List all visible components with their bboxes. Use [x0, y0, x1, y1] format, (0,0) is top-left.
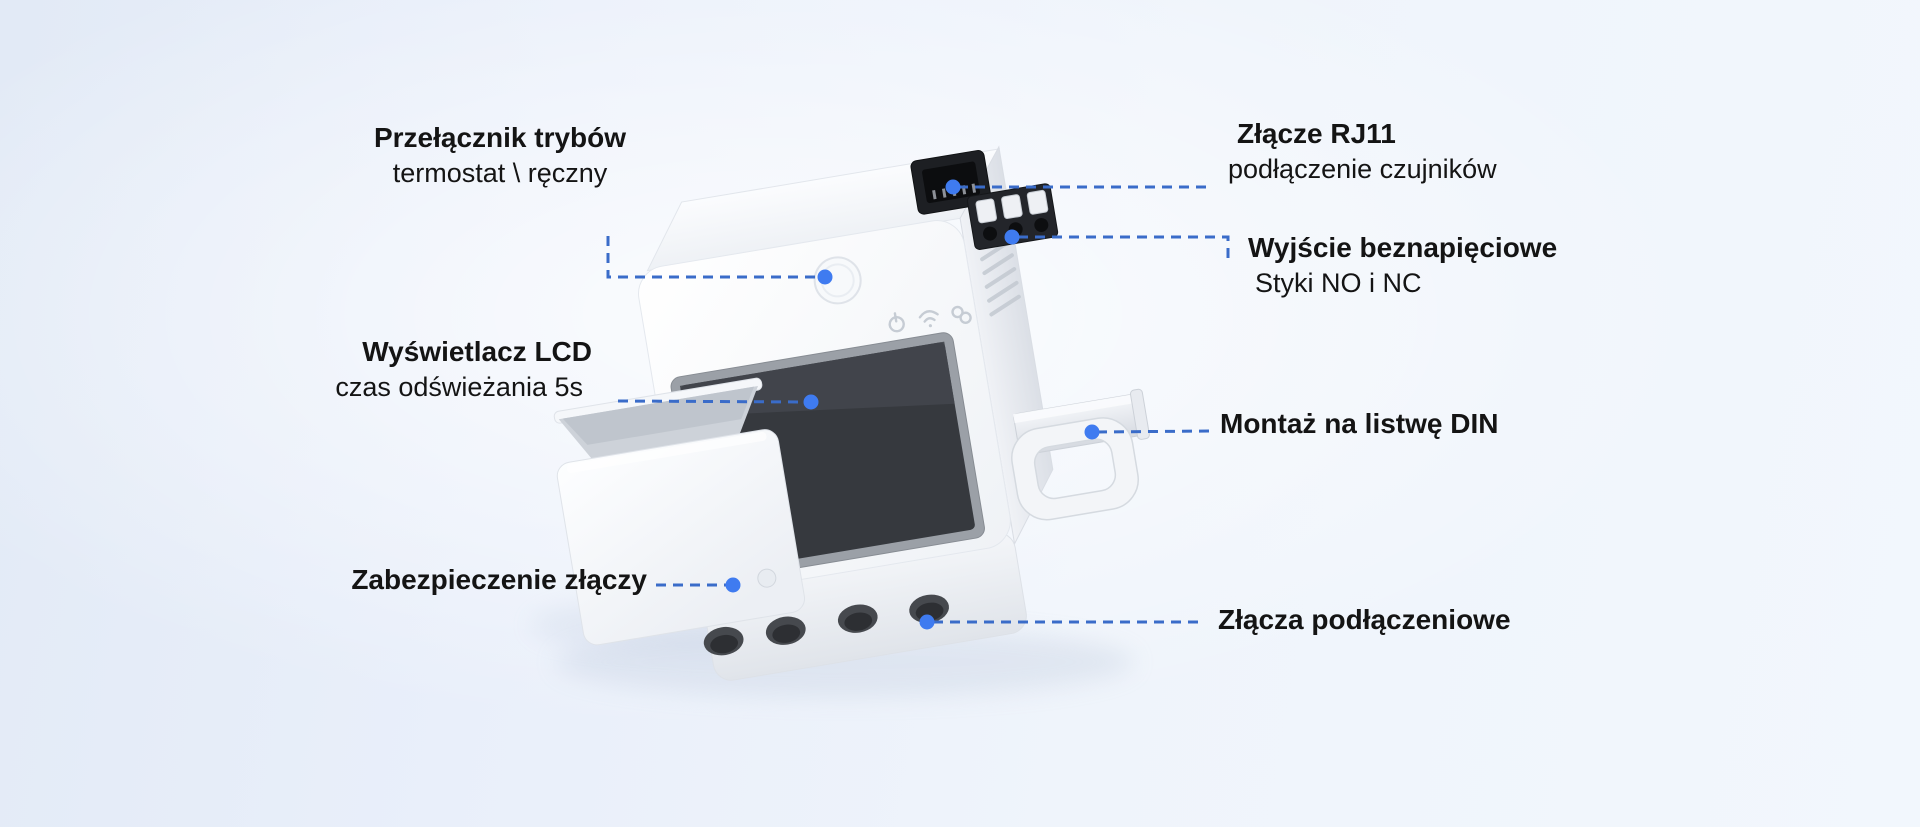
annotation-dry-contact-title: Wyjście beznapięciowe: [1248, 232, 1558, 263]
annotation-dry-contact-subtitle: Styki NO i NC: [1255, 268, 1422, 298]
din-rail-clip: [1011, 417, 1139, 521]
leader-dry-contact: [1018, 235, 1230, 261]
anchor-dot-terminals: [919, 614, 935, 630]
anchor-dot-lcd: [803, 394, 819, 410]
power-icon: [888, 312, 905, 333]
annotation-lcd-subtitle: czas odświeżania 5s: [335, 372, 583, 402]
annotation-mode-switch: Przełącznik trybów termostat \ ręczny: [330, 120, 670, 191]
annotation-rj11-title: Złącze RJ11: [1237, 118, 1396, 149]
annotation-rj11: Złącze RJ11 podłączenie czujników: [1228, 116, 1497, 187]
annotation-din-rail-title: Montaż na listwę DIN: [1220, 408, 1499, 439]
annotation-mode-switch-subtitle: termostat \ ręczny: [392, 158, 608, 188]
anchor-dot-cover: [725, 577, 741, 593]
wifi-icon: [918, 310, 939, 328]
annotation-terminals: Złącza podłączeniowe: [1218, 602, 1511, 638]
annotation-connector-cover-title: Zabezpieczenie złączy: [351, 564, 647, 595]
cover-screw-dimple: [757, 568, 777, 588]
annotation-dry-contact: Wyjście beznapięciowe Styki NO i NC: [1248, 230, 1557, 301]
leader-lines: [606, 179, 1230, 630]
leader-mode-switch: [606, 236, 818, 279]
vent-slots: [977, 225, 1021, 317]
anchor-dot-mode-switch: [817, 269, 833, 285]
annotation-lcd: Wyświetlacz LCD czas odświeżania 5s: [290, 334, 592, 405]
status-icons: [888, 305, 972, 333]
link-icon: [951, 305, 972, 324]
terminal-holes: [703, 594, 949, 656]
annotation-lcd-title: Wyświetlacz LCD: [362, 336, 592, 367]
leader-lcd: [617, 399, 805, 404]
device-illustration: [530, 145, 1150, 698]
annotation-connector-cover: Zabezpieczenie złączy: [345, 562, 647, 598]
annotation-mode-switch-title: Przełącznik trybów: [373, 122, 627, 153]
annotation-terminals-title: Złącza podłączeniowe: [1218, 604, 1511, 635]
anchor-dot-din-rail: [1084, 424, 1100, 440]
annotation-rj11-subtitle: podłączenie czujników: [1228, 154, 1497, 184]
annotation-din-rail: Montaż na listwę DIN: [1220, 406, 1498, 442]
dry-contact-terminal: [966, 183, 1059, 250]
leader-din-rail: [1096, 429, 1213, 434]
anchor-dot-dry-contact: [1004, 229, 1020, 245]
anchor-dot-rj11: [945, 179, 961, 195]
